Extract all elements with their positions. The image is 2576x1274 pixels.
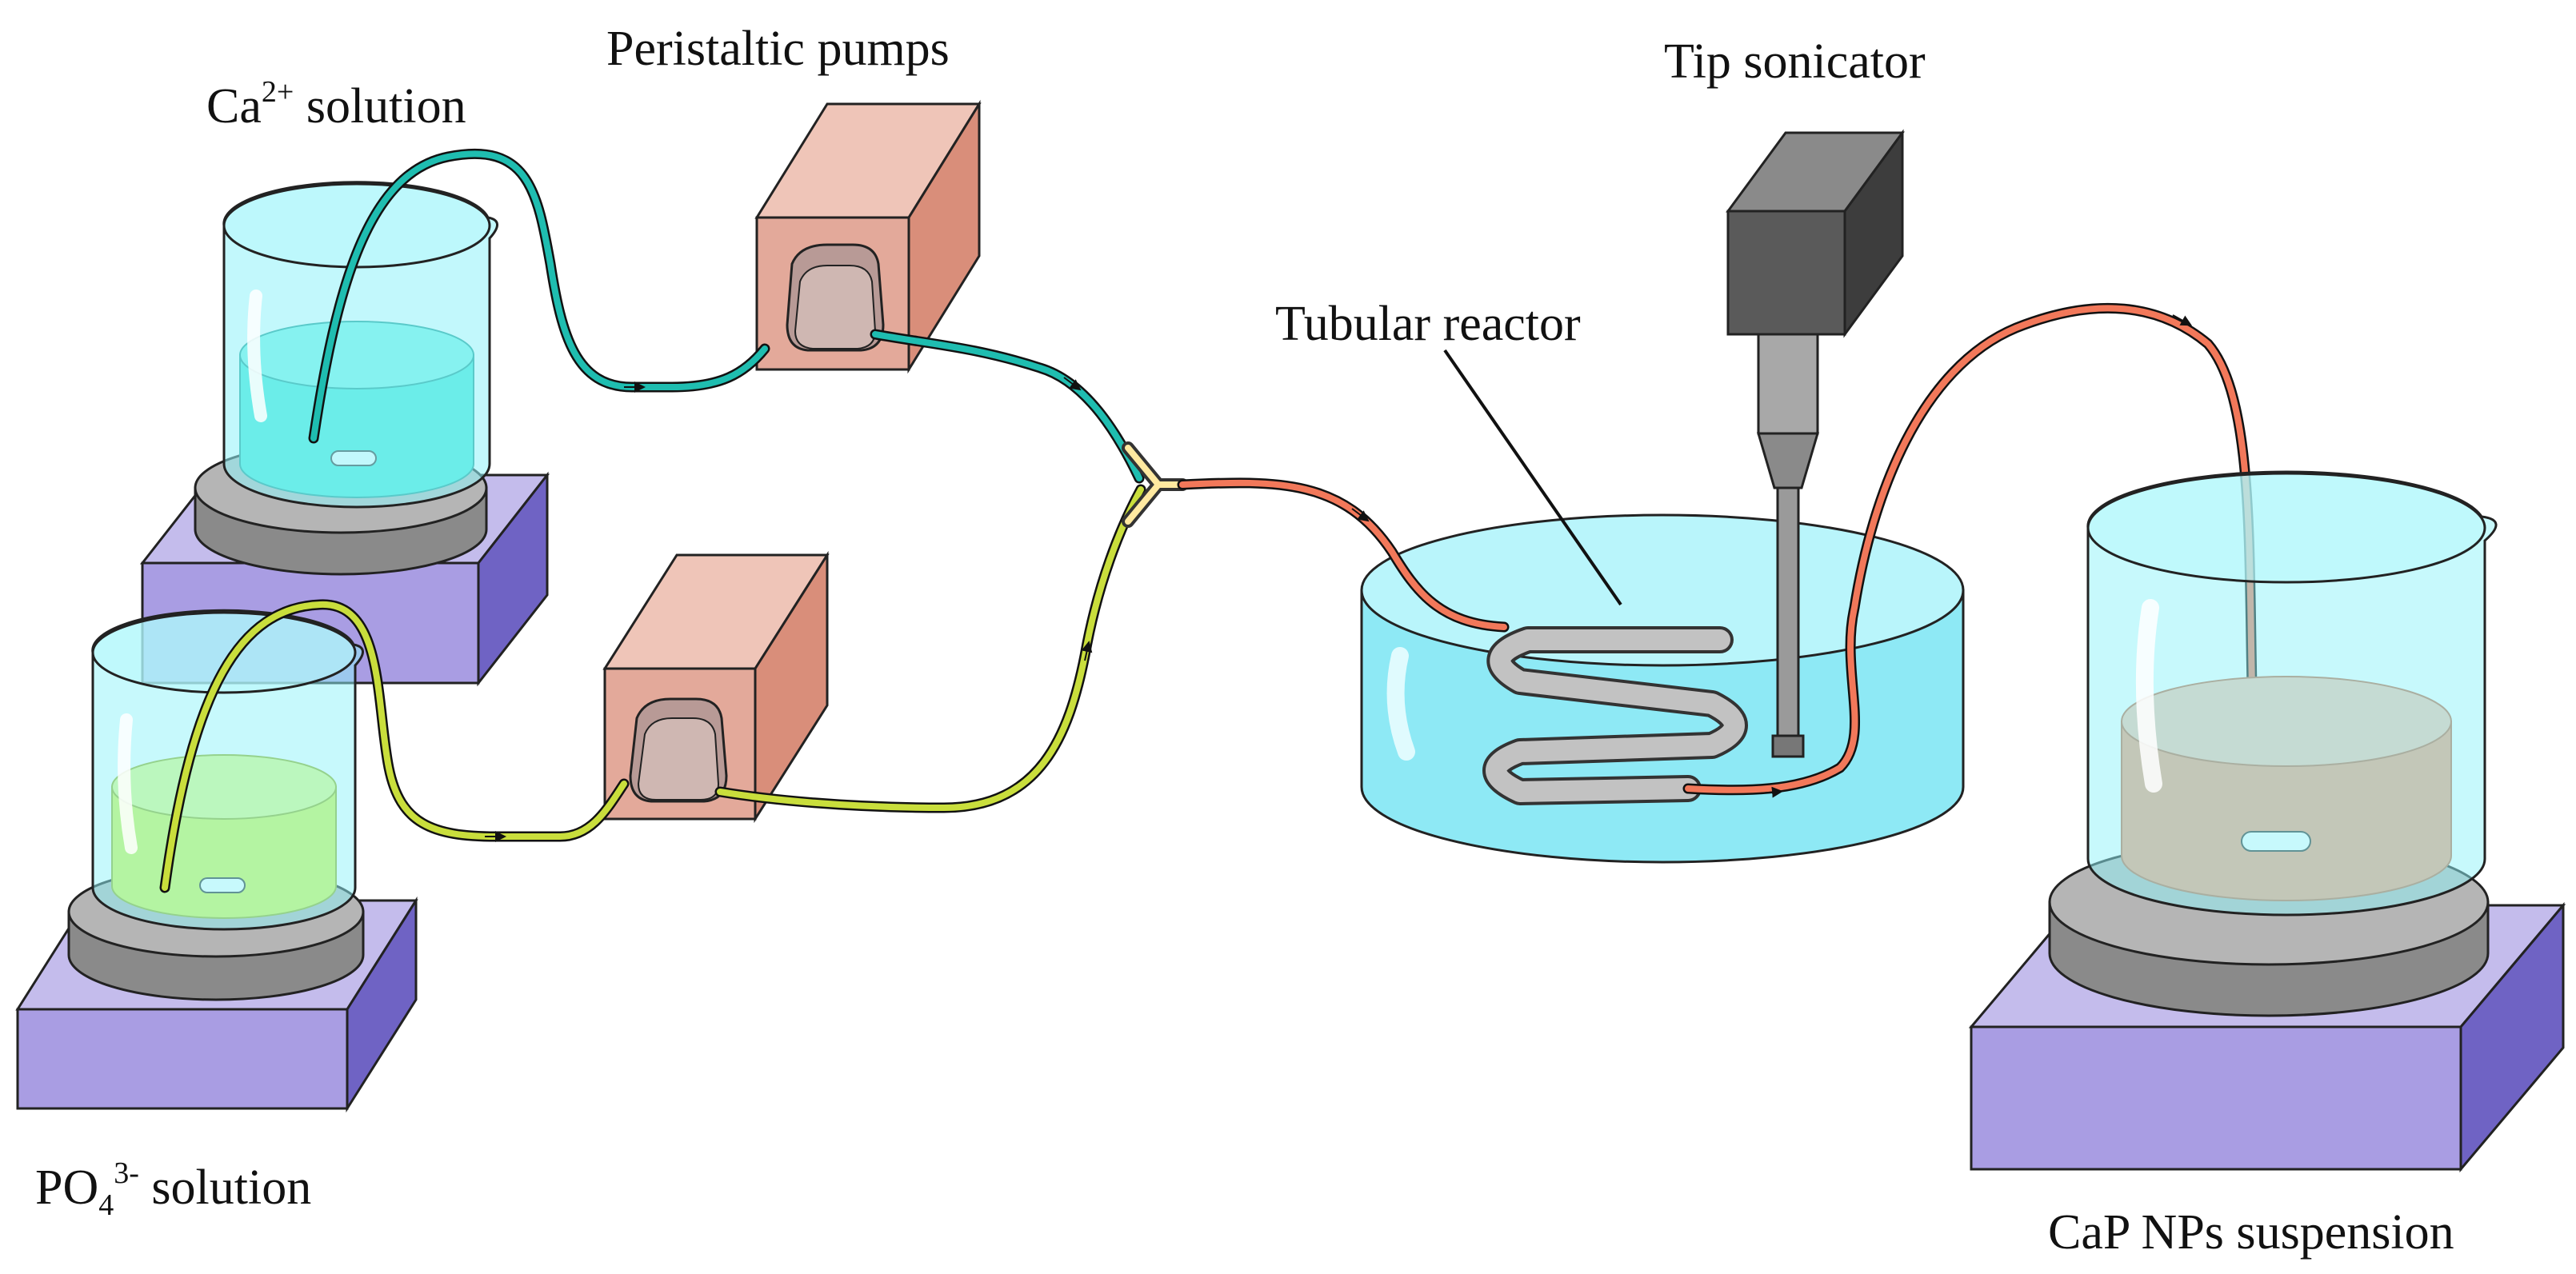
beaker-ca bbox=[222, 181, 498, 509]
peristaltic-pumps-label: Peristaltic pumps bbox=[606, 22, 950, 76]
po4-solution-label: PO43- solution bbox=[35, 1158, 311, 1220]
peristaltic-pump-2 bbox=[602, 550, 830, 824]
ca-solution-label: Ca2+ solution bbox=[206, 77, 466, 131]
tubular-reactor-label: Tubular reactor bbox=[1275, 297, 1581, 351]
beaker-cap bbox=[2086, 470, 2498, 917]
cap-nps-suspension-label: CaP NPs suspension bbox=[2048, 1205, 2454, 1260]
po4-label-main: PO bbox=[35, 1160, 99, 1215]
tube-ca-line bbox=[308, 148, 1145, 484]
po4-label-subscript: 4 bbox=[98, 1188, 114, 1222]
peristaltic-pump-1 bbox=[754, 99, 982, 374]
tube-po4-line bbox=[159, 484, 1146, 893]
ca-label-main: Ca bbox=[206, 79, 262, 134]
y-connector bbox=[1122, 441, 1189, 528]
ca-label-rest: solution bbox=[294, 79, 466, 134]
tip-sonicator-label: Tip sonicator bbox=[1664, 34, 1926, 89]
tip-sonicator bbox=[1726, 129, 1905, 758]
tubular-reactor-coil bbox=[1443, 349, 1748, 805]
ca-label-charge: 2+ bbox=[261, 75, 294, 109]
stir-plate-po4 bbox=[15, 865, 418, 1113]
po4-label-rest: solution bbox=[138, 1160, 312, 1215]
tube-product-line bbox=[1177, 302, 2258, 798]
po4-label-charge: 3- bbox=[114, 1156, 139, 1190]
